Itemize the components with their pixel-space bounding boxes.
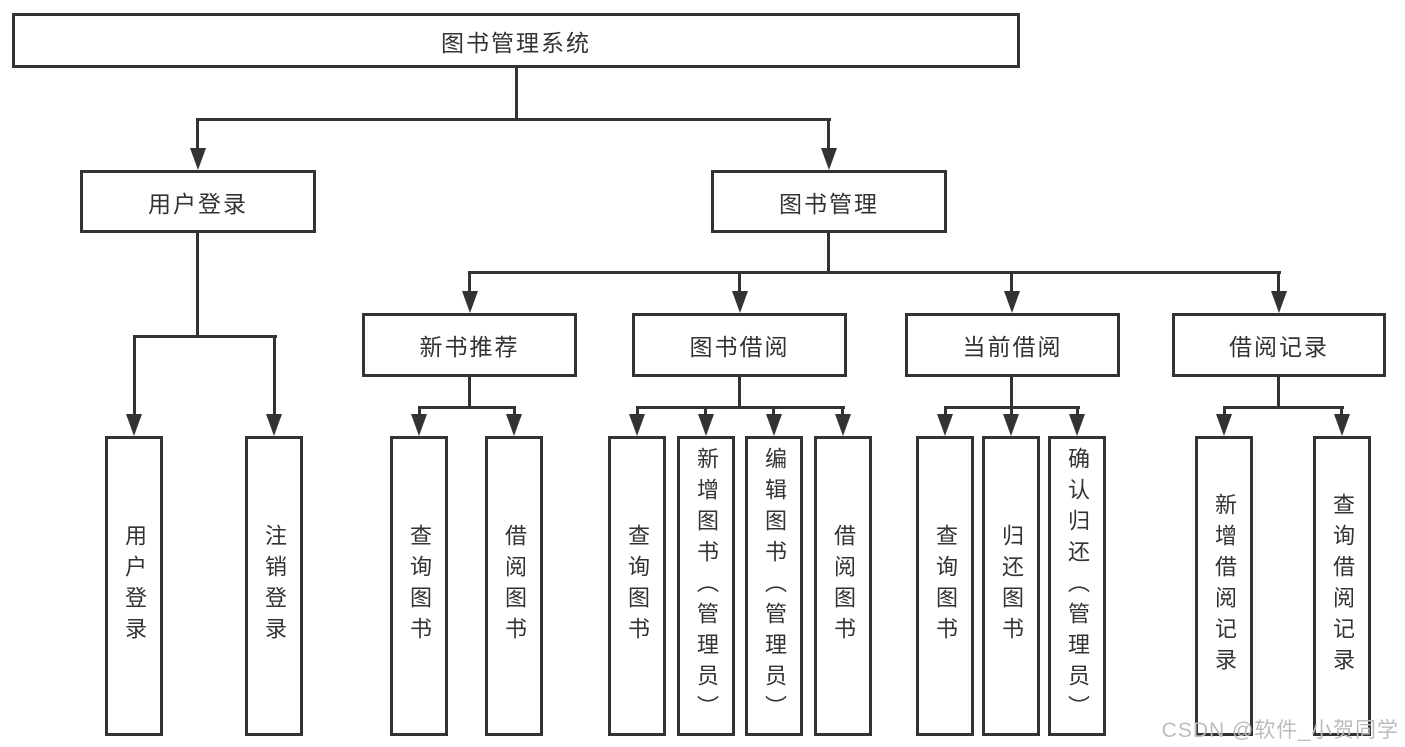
- leaf-query-books-borrowing: 查询图书: [608, 436, 666, 736]
- leaf-borrow-books: 借阅图书: [814, 436, 872, 736]
- leaf-label: 查询图书: [625, 524, 650, 648]
- connector-line: [827, 118, 830, 150]
- arrow-down-icon: [190, 148, 206, 170]
- leaf-add-borrow-record: 新增借阅记录: [1195, 436, 1253, 736]
- leaf-borrow-books-recommend: 借阅图书: [485, 436, 543, 736]
- leaf-label: 新增借阅记录: [1212, 493, 1237, 679]
- leaf-label: 查询图书: [407, 524, 432, 648]
- arrow-down-icon: [126, 414, 142, 436]
- leaf-logout: 注销登录: [245, 436, 303, 736]
- connector-line: [841, 406, 844, 416]
- leaf-label: 编辑图书（管理员）: [762, 446, 787, 726]
- connector-line: [1223, 406, 1344, 409]
- leaf-label: 注销登录: [262, 524, 287, 648]
- node-book-borrowing-label: 图书借阅: [689, 334, 790, 360]
- arrow-down-icon: [266, 414, 282, 436]
- node-book-management: 图书管理: [711, 170, 947, 233]
- leaf-user-login: 用户登录: [105, 436, 163, 736]
- connector-line: [273, 335, 276, 416]
- connector-line: [468, 271, 471, 293]
- node-root-label: 图书管理系统: [441, 29, 591, 56]
- arrow-down-icon: [821, 148, 837, 170]
- connector-line: [1076, 406, 1079, 416]
- leaf-label: 查询图书: [933, 524, 958, 648]
- arrow-down-icon: [1003, 414, 1019, 436]
- node-user-login-label: 用户登录: [148, 190, 248, 217]
- connector-line: [944, 406, 947, 416]
- connector-line: [1223, 406, 1226, 416]
- arrow-down-icon: [629, 414, 645, 436]
- connector-line: [133, 335, 136, 416]
- connector-line: [738, 271, 741, 293]
- leaf-query-books-current: 查询图书: [916, 436, 974, 736]
- connector-line: [418, 406, 421, 416]
- node-current-borrowing: 当前借阅: [905, 313, 1120, 377]
- connector-line: [196, 118, 199, 150]
- node-new-book-recommend: 新书推荐: [362, 313, 577, 377]
- connector-line: [772, 406, 775, 416]
- connector-line: [513, 406, 516, 416]
- connector-line: [468, 377, 471, 408]
- node-borrowing-records-label: 借阅记录: [1229, 334, 1329, 360]
- leaf-label: 借阅图书: [502, 524, 527, 648]
- connector-line: [1010, 377, 1013, 408]
- connector-line: [636, 406, 639, 416]
- connector-line: [1340, 406, 1343, 416]
- node-borrowing-records: 借阅记录: [1172, 313, 1386, 377]
- node-root: 图书管理系统: [12, 13, 1020, 68]
- connector-line: [196, 233, 199, 337]
- csdn-watermark: CSDN @软件_小贺同学: [1161, 719, 1399, 742]
- arrow-down-icon: [835, 414, 851, 436]
- arrow-down-icon: [698, 414, 714, 436]
- connector-line: [636, 406, 845, 409]
- connector-line: [1277, 377, 1280, 408]
- node-current-borrowing-label: 当前借阅: [962, 334, 1063, 360]
- arrow-down-icon: [462, 291, 478, 313]
- connector-line: [704, 406, 707, 416]
- arrow-down-icon: [937, 414, 953, 436]
- arrow-down-icon: [506, 414, 522, 436]
- leaf-add-books-admin: 新增图书（管理员）: [677, 436, 735, 736]
- node-new-book-recommend-label: 新书推荐: [419, 334, 520, 360]
- arrow-down-icon: [732, 291, 748, 313]
- leaf-edit-books-admin: 编辑图书（管理员）: [745, 436, 803, 736]
- connector-line: [418, 406, 516, 409]
- connector-line: [196, 118, 831, 121]
- connector-line: [1010, 271, 1013, 293]
- connector-line: [515, 68, 518, 120]
- leaf-return-books: 归还图书: [982, 436, 1040, 736]
- leaf-label: 用户登录: [122, 524, 147, 648]
- connector-line: [468, 271, 1281, 274]
- arrow-down-icon: [1334, 414, 1350, 436]
- leaf-confirm-return-admin: 确认归还（管理员）: [1048, 436, 1106, 736]
- arrow-down-icon: [1004, 291, 1020, 313]
- arrow-down-icon: [1271, 291, 1287, 313]
- leaf-label: 新增图书（管理员）: [694, 446, 719, 726]
- leaf-query-borrow-record: 查询借阅记录: [1313, 436, 1371, 736]
- arrow-down-icon: [1216, 414, 1232, 436]
- connector-line: [738, 377, 741, 408]
- leaf-label: 借阅图书: [831, 524, 856, 648]
- arrow-down-icon: [1069, 414, 1085, 436]
- leaf-label: 归还图书: [999, 524, 1024, 648]
- leaf-label: 查询借阅记录: [1330, 493, 1355, 679]
- connector-line: [1010, 406, 1013, 416]
- leaf-query-books-recommend: 查询图书: [390, 436, 448, 736]
- connector-line: [133, 335, 277, 338]
- node-book-borrowing: 图书借阅: [632, 313, 847, 377]
- connector-line: [1277, 271, 1280, 293]
- arrow-down-icon: [411, 414, 427, 436]
- node-book-management-label: 图书管理: [779, 190, 879, 217]
- arrow-down-icon: [766, 414, 782, 436]
- leaf-label: 确认归还（管理员）: [1065, 446, 1090, 726]
- connector-line: [827, 233, 830, 273]
- node-user-login: 用户登录: [80, 170, 316, 233]
